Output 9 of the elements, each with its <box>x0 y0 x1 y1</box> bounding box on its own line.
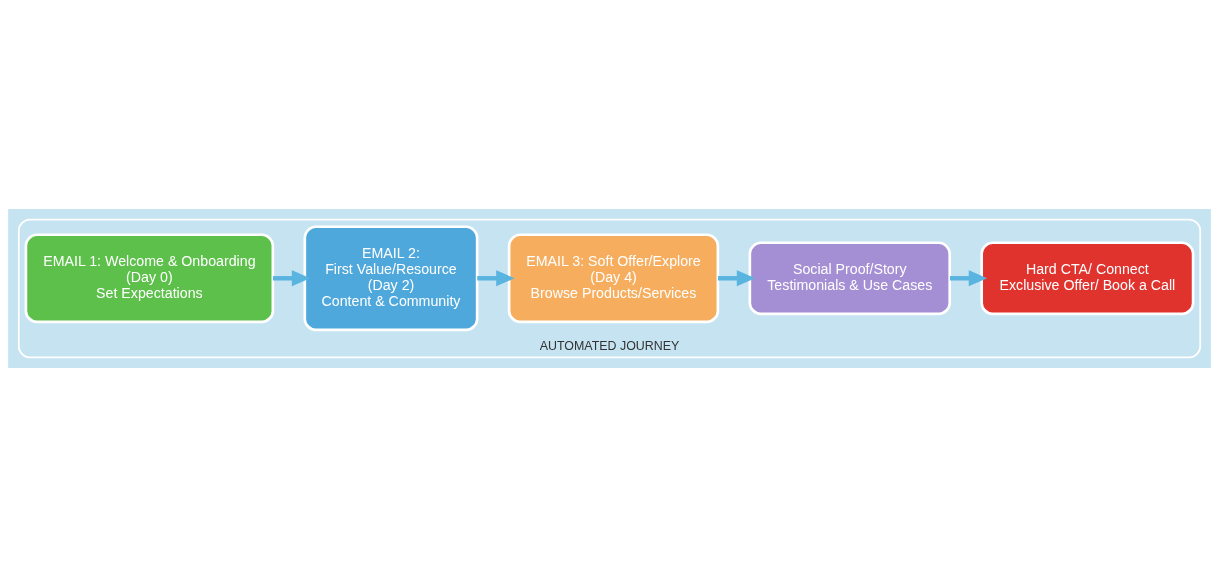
arrow <box>477 270 515 287</box>
arrow <box>273 270 311 287</box>
node-box: EMAIL 2: First Value/Resource (Day 2) Content & Community <box>303 225 479 332</box>
node-box: EMAIL 1: Welcome & Onboarding (Day 0) Set Expectations <box>24 233 275 324</box>
node-box: Hard CTA/ Connect Exclusive Offer/ Book a Call <box>980 241 1195 316</box>
arrow <box>717 270 756 287</box>
arrow <box>950 270 988 287</box>
node-box: Social Proof/Story Testimonials & Use Cases <box>748 241 952 316</box>
node-box: EMAIL 3: Soft Offer/Explore (Day 4) Browse Products/Services <box>507 233 720 324</box>
